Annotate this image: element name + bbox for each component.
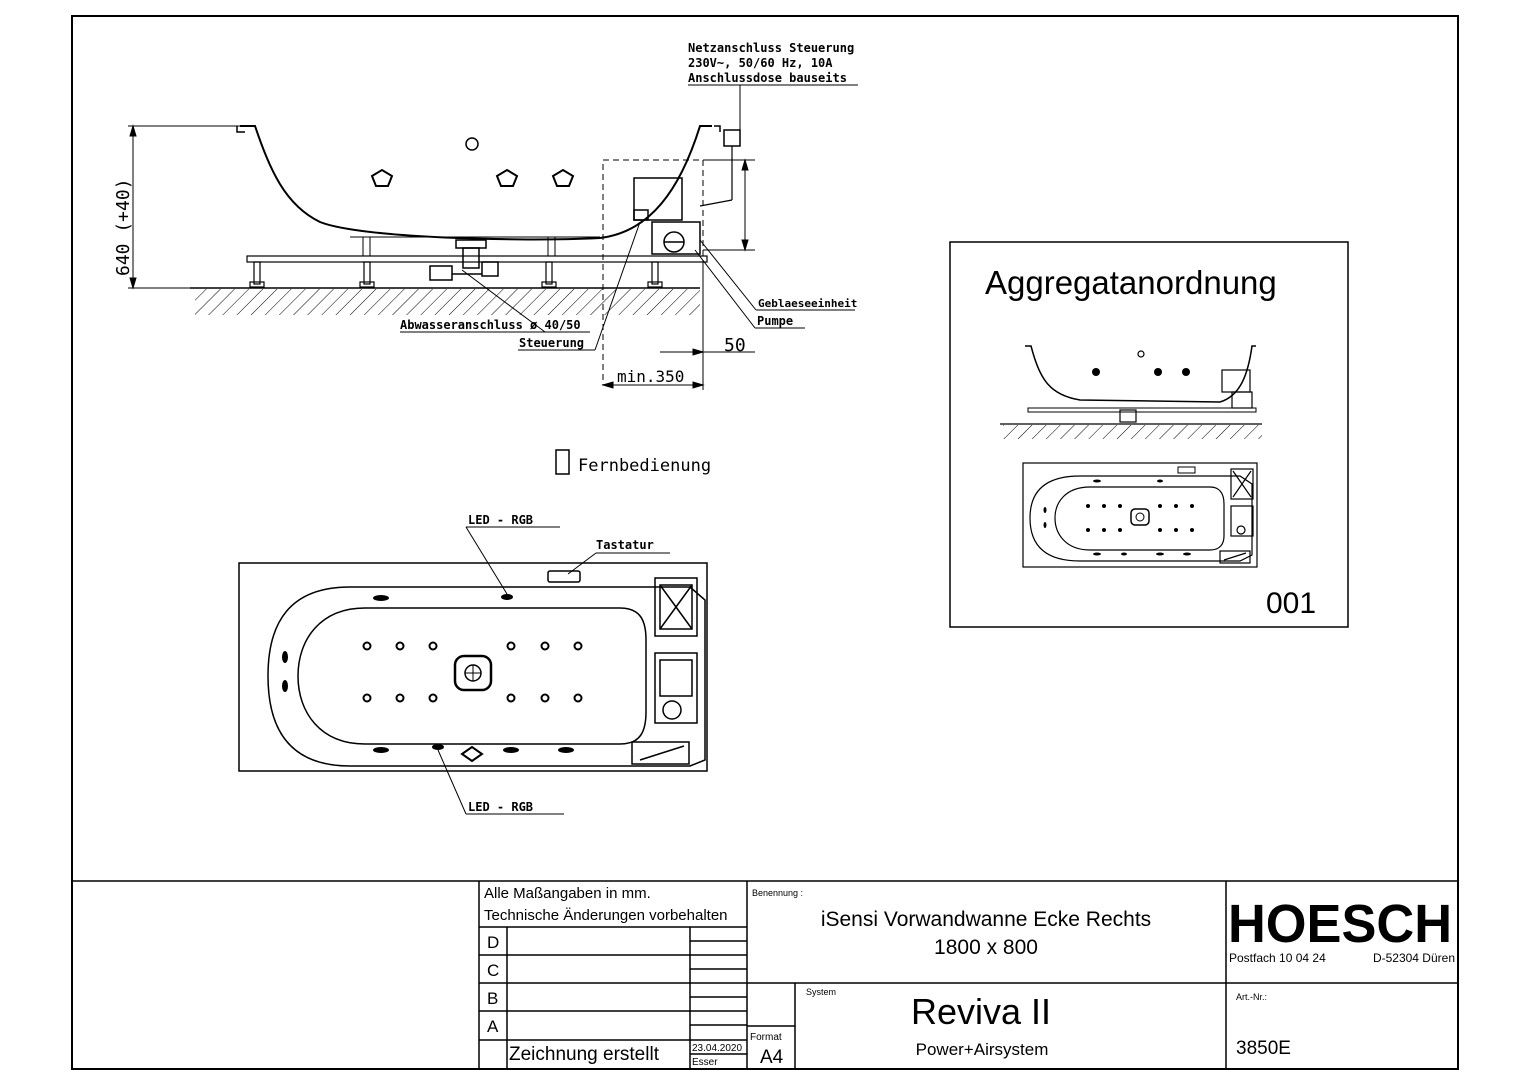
power-spec-label: 230V~, 50/60 Hz, 10A [688,56,833,70]
note-changes: Technische Änderungen vorbehalten [484,907,728,924]
pump-label: Pumpe [757,314,793,328]
blower-label: Geblaeseeinheit [758,297,857,310]
system-name: Reviva II [911,991,1051,1032]
offset-label: 50 [724,335,746,356]
led-bottom-label: LED - RGB [468,800,533,814]
title-block-text: Alle Maßangaben in mm. Technische Änderu… [484,885,1455,1068]
side-view-labels: Netzanschluss Steuerung 230V~, 50/60 Hz,… [113,41,857,386]
drawing-frame [71,15,1459,1070]
inset-title: Aggregatanordnung [985,264,1277,301]
name-line2: 1800 x 800 [934,936,1038,959]
created-label: Zeichnung erstellt [509,1044,660,1065]
created-date: 23.04.2020 [692,1043,742,1054]
art-label: Art.-Nr.: [1236,992,1267,1002]
system-label: System [806,987,836,997]
power-box-label: Anschlussdose bauseits [688,71,847,85]
format-value: A4 [760,1047,784,1068]
art-number: 3850E [1236,1038,1291,1059]
revision-b: B [487,989,498,1008]
created-by: Esser [692,1057,718,1068]
address-right: D-52304 Düren [1373,951,1455,965]
inset-number: 001 [1266,587,1316,620]
led-top-label: LED - RGB [468,513,533,527]
height-dimension-label: 640 (+40) [113,178,134,276]
inset-labels: Aggregatanordnung 001 [985,264,1316,620]
top-view [238,526,708,815]
system-subtitle: Power+Airsystem [916,1040,1049,1059]
format-label: Format [750,1032,782,1043]
min-width-label: min.350 [617,367,684,386]
revision-a: A [487,1017,499,1036]
remote-icon [555,449,570,475]
control-label: Steuerung [519,336,584,350]
name-line1: iSensi Vorwandwanne Ecke Rechts [821,908,1151,931]
address-left: Postfach 10 04 24 [1229,951,1326,965]
note-dimensions: Alle Maßangaben in mm. [484,885,651,902]
name-label: Benennung : [752,888,803,898]
remote-label: Fernbedienung [578,456,711,476]
company-logo: HOESCH [1228,894,1452,954]
keypad-label: Tastatur [596,538,654,552]
title-block [72,880,1458,1069]
side-view [128,84,858,390]
revision-c: C [487,961,499,980]
revision-d: D [487,933,499,952]
power-title-label: Netzanschluss Steuerung [688,41,854,55]
inset-panel [949,241,1349,628]
top-view-labels: Fernbedienung LED - RGB Tastatur LED - R… [468,456,711,814]
drain-label: Abwasseranschluss ø 40/50 [400,318,581,332]
